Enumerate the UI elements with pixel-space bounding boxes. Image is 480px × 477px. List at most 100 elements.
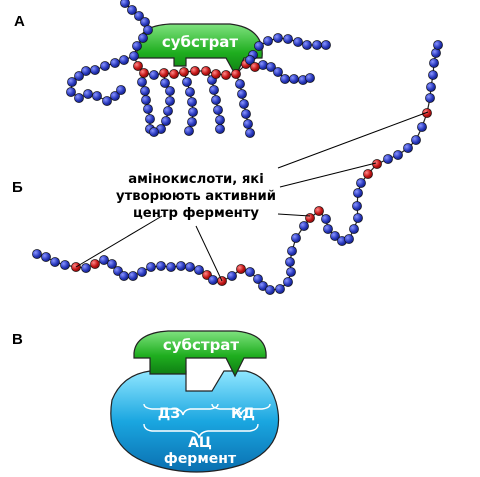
- residue: [90, 65, 100, 75]
- panel-b-residues: [32, 40, 443, 295]
- catalytic-site-label: КД: [231, 406, 255, 422]
- callout-line-2: [195, 225, 223, 282]
- active-residue: [236, 264, 246, 274]
- residue: [227, 271, 237, 281]
- residue: [273, 67, 283, 77]
- residue: [119, 271, 129, 281]
- residue: [132, 41, 142, 51]
- residue: [425, 93, 435, 103]
- residue: [182, 77, 192, 87]
- residue: [393, 150, 403, 160]
- residue: [266, 62, 276, 72]
- residue: [66, 87, 76, 97]
- residue: [349, 224, 359, 234]
- residue: [194, 265, 204, 275]
- residue: [403, 143, 413, 153]
- residue: [241, 109, 251, 119]
- residue: [258, 60, 268, 70]
- residue: [263, 36, 273, 46]
- residue: [50, 257, 60, 267]
- residue: [137, 267, 147, 277]
- residue: [102, 96, 112, 106]
- residue: [176, 261, 186, 271]
- residue: [116, 85, 126, 95]
- residue: [330, 231, 340, 241]
- residue: [32, 249, 42, 259]
- residue: [321, 40, 331, 50]
- residue: [235, 79, 245, 89]
- residue: [253, 274, 263, 284]
- substrate-label-c: субстрат: [163, 336, 240, 354]
- residue: [429, 58, 439, 68]
- enzyme-shape: [110, 370, 280, 473]
- residue: [302, 40, 312, 50]
- active-residue: [201, 66, 211, 76]
- active-residue: [363, 169, 373, 179]
- residue: [289, 74, 299, 84]
- active-residue: [305, 213, 315, 223]
- residue: [285, 257, 295, 267]
- substrate-shape-c: [133, 330, 267, 378]
- residue: [110, 58, 120, 68]
- residue: [211, 95, 221, 105]
- active-residue: [179, 67, 189, 77]
- residue: [41, 252, 51, 262]
- residue: [299, 221, 309, 231]
- residue: [245, 128, 255, 138]
- callout-line-4: [279, 162, 377, 188]
- binding-site-label: ДЗ: [158, 406, 180, 422]
- residue: [293, 37, 303, 47]
- callout-line-text-2: утворюють активний: [116, 189, 276, 204]
- panel-a-residues: [66, 0, 331, 138]
- residue: [166, 262, 176, 272]
- residue: [283, 277, 293, 287]
- panel-c-label: В: [12, 331, 23, 348]
- residue: [187, 117, 197, 127]
- residue: [431, 48, 441, 58]
- residue: [283, 34, 293, 44]
- callout-line-1: [75, 215, 163, 268]
- residue: [433, 40, 443, 50]
- active-center-label: АЦ: [188, 435, 212, 451]
- active-residue: [133, 61, 143, 71]
- residue: [280, 74, 290, 84]
- active-residue: [169, 69, 179, 79]
- panel-b-label: Б: [12, 179, 23, 196]
- residue: [287, 246, 297, 256]
- residue: [321, 214, 331, 224]
- active-residue: [314, 206, 324, 216]
- residue: [141, 95, 151, 105]
- callout-line-text-3: центр ферменту: [133, 206, 259, 221]
- active-residue: [90, 259, 100, 269]
- callout-line-5: [277, 111, 429, 169]
- residue: [185, 262, 195, 272]
- callout-line-text-1: амінокислоти, які: [128, 172, 264, 187]
- catalytic-site-brace: [211, 403, 271, 416]
- residue: [160, 78, 170, 88]
- binding-site-brace: [143, 403, 219, 416]
- active-center-brace: [143, 423, 259, 439]
- residue: [83, 89, 93, 99]
- residue: [129, 51, 139, 61]
- residue: [143, 25, 153, 35]
- residue: [156, 261, 166, 271]
- residue: [74, 93, 84, 103]
- residue: [323, 224, 333, 234]
- active-residue: [221, 70, 231, 80]
- residue: [243, 119, 253, 129]
- residue: [110, 91, 120, 101]
- residue: [411, 135, 421, 145]
- residue: [344, 234, 354, 244]
- residue: [187, 97, 197, 107]
- residue: [137, 77, 147, 87]
- residue: [163, 106, 173, 116]
- callout-line-3: [277, 213, 311, 217]
- residue: [215, 124, 225, 134]
- residue: [286, 267, 296, 277]
- residue: [208, 275, 218, 285]
- active-residue: [190, 66, 200, 76]
- residue: [312, 40, 322, 50]
- residue: [426, 82, 436, 92]
- residue: [128, 271, 138, 281]
